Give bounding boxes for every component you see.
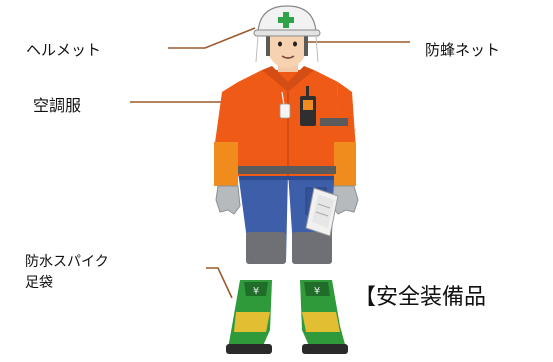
left-knee-pad — [246, 232, 286, 264]
boots: ¥ ¥ — [226, 280, 348, 354]
label-tabi-line1: 防水スパイク — [25, 254, 109, 270]
label-tabi-line2: 足袋 — [25, 275, 53, 291]
right-knee-pad — [292, 232, 332, 264]
leader-lines — [130, 27, 410, 299]
papers — [305, 187, 339, 237]
leader-tabi — [206, 267, 233, 299]
svg-text:¥: ¥ — [314, 286, 320, 297]
jacket — [214, 66, 356, 186]
label-bee-net: 防蜂ネット — [425, 41, 501, 59]
caption-safety-equipment: 【安全装備品 — [354, 285, 487, 310]
leader-helmet — [168, 27, 256, 49]
label-cooling-suit: 空調服 — [33, 96, 82, 115]
helmet — [253, 5, 321, 63]
svg-text:¥: ¥ — [253, 286, 259, 297]
label-waterproof-spike-tabi: 防水スパイク 足袋 — [25, 252, 109, 294]
gloves — [215, 185, 359, 215]
helmet-cross-icon — [278, 12, 294, 28]
label-helmet: ヘルメット — [26, 41, 102, 59]
